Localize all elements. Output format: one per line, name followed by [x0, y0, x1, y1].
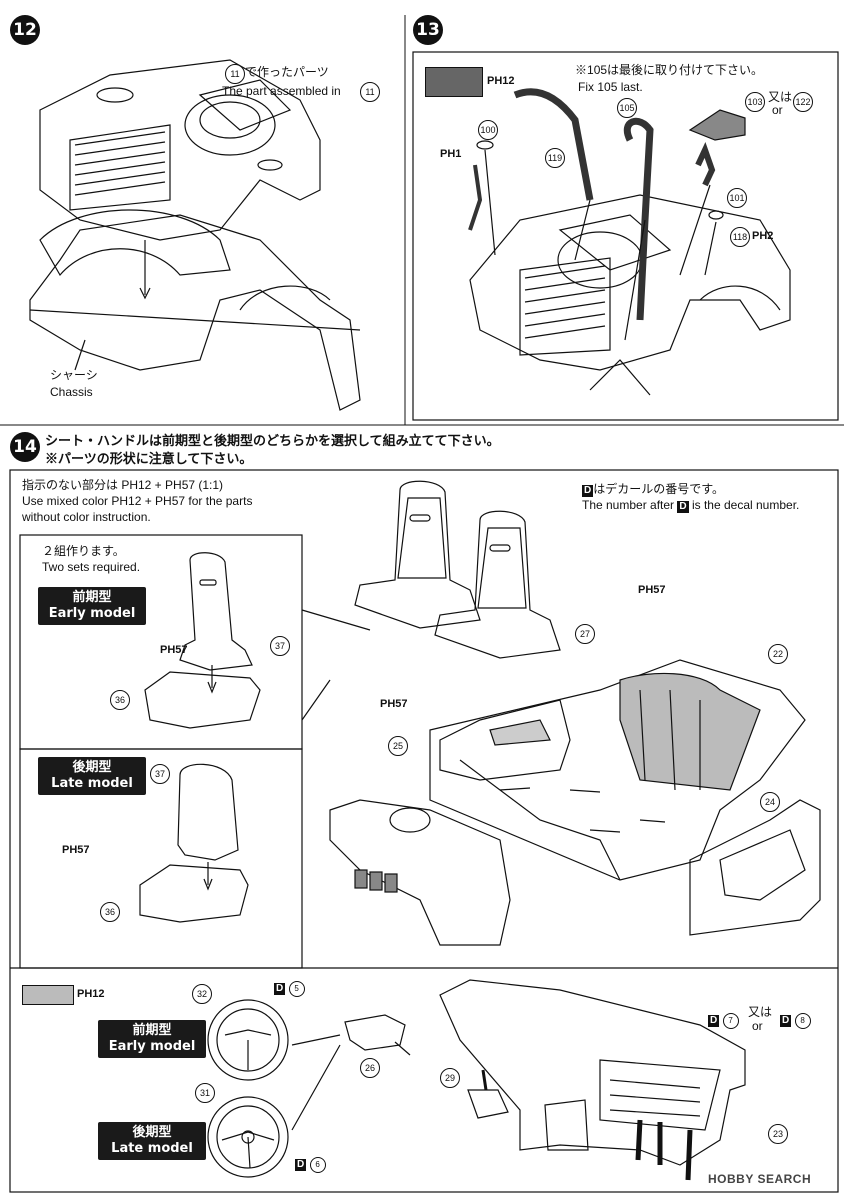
- decal-6-label: D 6: [295, 1156, 326, 1173]
- decal-6-num: 6: [309, 1156, 326, 1173]
- decal-5-num: 5: [288, 980, 305, 997]
- two-sets-en: Two sets required.: [42, 560, 141, 574]
- watermark: HOBBY SEARCH: [708, 1172, 812, 1186]
- part-26: 26: [360, 1058, 380, 1078]
- part-31: 31: [195, 1083, 215, 1103]
- part-ref-11: 11: [225, 64, 245, 84]
- step14-heading-1: シート・ハンドルは前期型と後期型のどちらかを選択して組み立てて下さい。: [45, 433, 500, 448]
- part-23: 23: [768, 1124, 788, 1144]
- part-36-early: 36: [110, 690, 130, 710]
- part-37-early: 37: [270, 636, 290, 656]
- chassis-label-en: Chassis: [50, 385, 93, 399]
- part-119: 119: [545, 148, 565, 168]
- part-32: 32: [192, 984, 212, 1004]
- part-100: 100: [478, 120, 498, 140]
- step-14-number: 14: [10, 432, 40, 462]
- or-en: or: [772, 103, 783, 117]
- decal-5-label: D 5: [274, 980, 305, 997]
- step12-note-jp: で作ったパーツ: [245, 65, 329, 79]
- decal-badge-en: D: [677, 501, 689, 513]
- part-105: 105: [617, 98, 637, 118]
- part-22: 22: [768, 644, 788, 664]
- step12-note-en: The part assembled in: [222, 84, 341, 98]
- ph57-door: PH57: [380, 698, 408, 710]
- or-jp-2: 又は: [748, 1005, 773, 1019]
- decal-8-num: 8: [794, 1012, 811, 1029]
- ph1-label: PH1: [440, 148, 462, 160]
- fix-note-jp: ※105は最後に取り付けて下さい。: [575, 63, 764, 77]
- decal-badge: D: [582, 485, 594, 497]
- decal-note-en: The number after D is the decal number.: [582, 498, 800, 513]
- part-103: 103: [745, 92, 765, 112]
- ph57-early-seat: PH57: [160, 644, 188, 656]
- part-101: 101: [727, 188, 747, 208]
- ph57-rear-seat: PH57: [638, 584, 666, 596]
- or-en-2: or: [752, 1019, 763, 1033]
- decal-7-label: D 7: [708, 1012, 739, 1029]
- part-25: 25: [388, 736, 408, 756]
- fix-ref: 105: [587, 63, 608, 77]
- color-note-en-1: Use mixed color PH12 + PH57 for the part…: [22, 494, 253, 508]
- part-122: 122: [793, 92, 813, 112]
- color-swatch-ph12-light: [22, 985, 74, 1005]
- decal-8-label: D 8: [780, 1012, 811, 1029]
- fix-ref-en: 105: [597, 80, 618, 94]
- ph2-label: PH2: [752, 230, 774, 242]
- or-jp: 又は: [768, 90, 793, 104]
- color-note-en-2: without color instruction.: [22, 510, 151, 524]
- color-note-jp: 指示のない部分は PH12 + PH57 (1:1): [22, 478, 224, 492]
- part-ref-11-en: 11: [360, 82, 380, 102]
- part-37-late: 37: [150, 764, 170, 784]
- part-24: 24: [760, 792, 780, 812]
- ph12-light-label: PH12: [77, 988, 105, 1000]
- ph57-late-seat: PH57: [62, 844, 90, 856]
- color-swatch-ph12-dark: [425, 67, 483, 97]
- step-12-number: 12: [10, 15, 40, 45]
- step-13-number: 13: [413, 15, 443, 45]
- part-29: 29: [440, 1068, 460, 1088]
- part-27: 27: [575, 624, 595, 644]
- chassis-label-jp: シャーシ: [50, 368, 98, 382]
- step14-heading-2: ※パーツの形状に注意して下さい。: [45, 451, 253, 466]
- part-36-late: 36: [100, 902, 120, 922]
- fix-note-en: Fix 105 last.: [578, 80, 643, 94]
- two-sets-jp: ２組作ります。: [42, 544, 125, 558]
- color-ph12-label: PH12: [487, 75, 515, 87]
- decal-7-num: 7: [722, 1012, 739, 1029]
- part-118: 118: [730, 227, 750, 247]
